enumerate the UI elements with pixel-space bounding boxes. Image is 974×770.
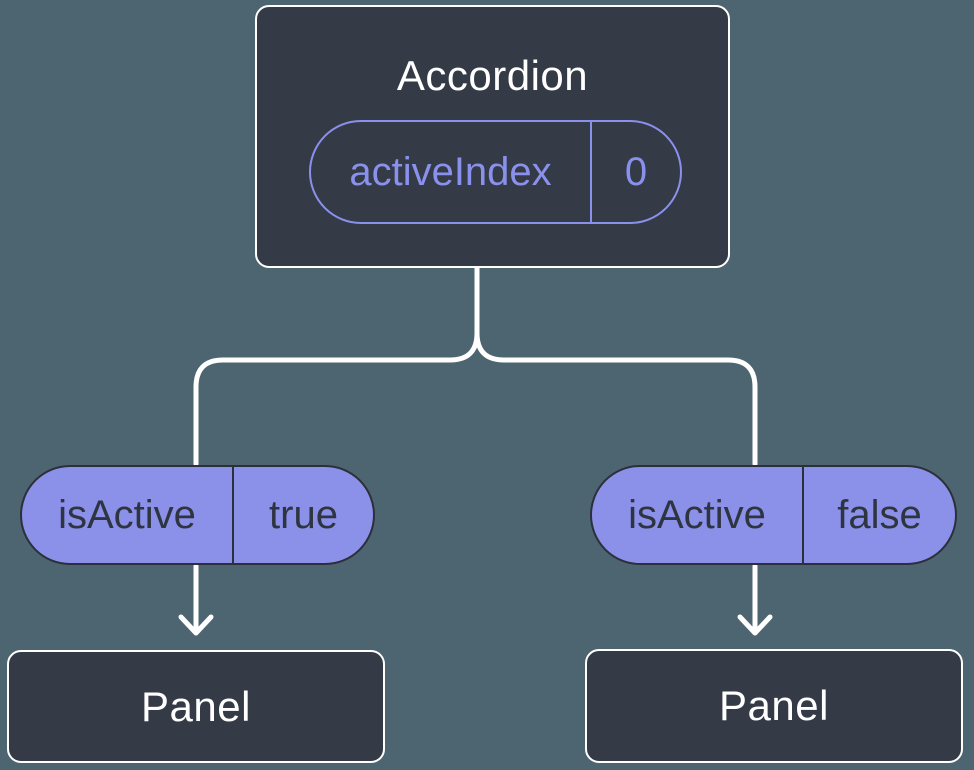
panel-node-title: Panel xyxy=(141,682,251,730)
prop-pill-key: isActive xyxy=(628,492,766,537)
panel-node-left: Panel xyxy=(7,650,385,763)
prop-pill-isactive-true: isActive true xyxy=(20,465,375,565)
state-pill-value: 0 xyxy=(590,122,680,222)
arrow-left-head-icon xyxy=(178,614,214,636)
branch-right-line xyxy=(474,330,758,467)
panel-node-right: Panel xyxy=(585,649,963,763)
panel-node-title: Panel xyxy=(719,682,829,729)
prop-pill-isactive-false: isActive false xyxy=(590,465,957,565)
state-pill-activeindex: activeIndex 0 xyxy=(309,120,682,224)
branch-left-line xyxy=(193,330,480,467)
prop-pill-value: true xyxy=(232,467,373,563)
accordion-node: Accordion activeIndex 0 xyxy=(255,5,730,268)
arrow-right-head-icon xyxy=(737,614,773,636)
state-pill-key: activeIndex xyxy=(349,149,552,194)
accordion-node-title: Accordion xyxy=(396,52,589,99)
prop-pill-value: false xyxy=(802,467,955,563)
prop-pill-key: isActive xyxy=(58,492,196,537)
